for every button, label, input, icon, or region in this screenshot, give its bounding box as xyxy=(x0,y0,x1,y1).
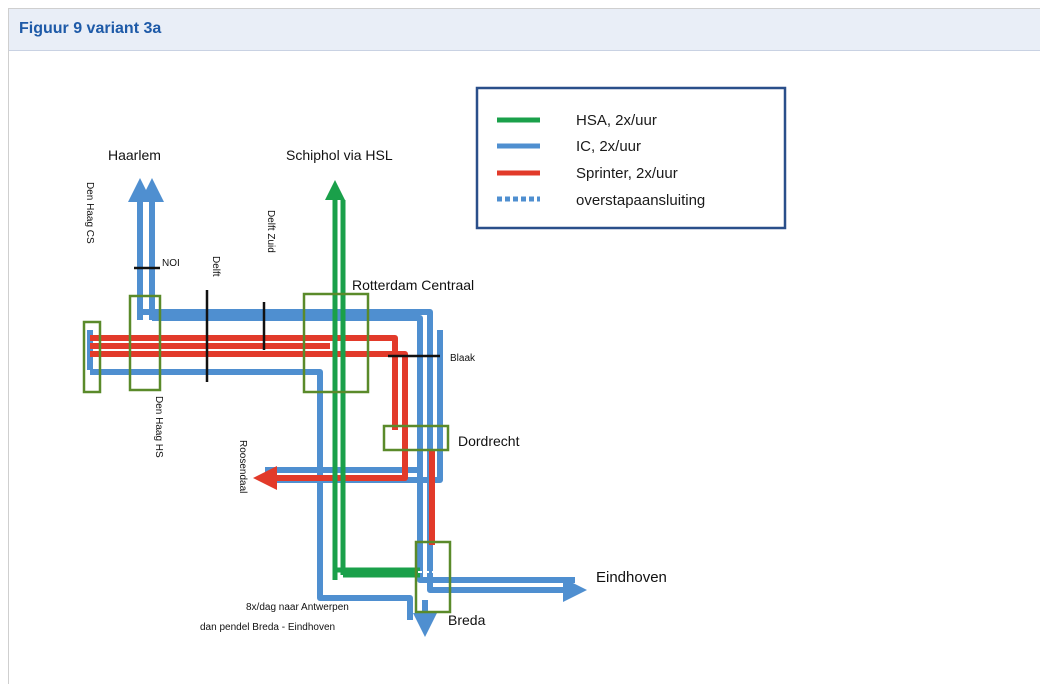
label-breda: Breda xyxy=(448,612,486,628)
station-box-den-haag-cs xyxy=(82,320,102,394)
label-roosendaal: Roosendaal xyxy=(237,440,248,493)
legend: HSA, 2x/uur IC, 2x/uur Sprinter, 2x/uur … xyxy=(475,86,787,230)
label-blaak: Blaak xyxy=(450,353,476,364)
legend-label-sprinter: Sprinter, 2x/uur xyxy=(576,165,678,182)
label-antwerpen-1: 8x/dag naar Antwerpen xyxy=(246,602,349,613)
ic-line-main-3 xyxy=(90,369,413,620)
station-box-breda xyxy=(414,540,452,614)
station-box-rotterdam xyxy=(302,292,370,394)
sprinter-line-1 xyxy=(90,335,398,430)
label-haarlem: Haarlem xyxy=(108,147,161,163)
label-dordrecht: Dordrecht xyxy=(458,433,520,449)
legend-box xyxy=(475,86,787,230)
label-rotterdam: Rotterdam Centraal xyxy=(352,277,474,293)
ic-line-main-2 xyxy=(152,315,575,583)
label-noi: NOI xyxy=(162,258,180,269)
figure-header: Figuur 9 variant 3a xyxy=(9,9,1040,51)
legend-label-transfer: overstapaansluiting xyxy=(576,192,705,209)
station-boxes xyxy=(82,292,452,614)
figure-frame: Figuur 9 variant 3a xyxy=(8,8,1040,684)
ic-line-main-1 xyxy=(137,309,587,602)
label-schiphol: Schiphol via HSL xyxy=(286,147,393,163)
hsa-lines xyxy=(325,180,420,580)
label-den-haag-hs: Den Haag HS xyxy=(153,396,164,458)
label-den-haag-cs: Den Haag CS xyxy=(84,182,95,244)
station-box-den-haag-hs xyxy=(128,294,162,392)
station-box-dordrecht xyxy=(382,424,450,452)
legend-label-ic: IC, 2x/uur xyxy=(576,138,641,155)
station-ticks xyxy=(134,266,440,382)
label-eindhoven: Eindhoven xyxy=(596,569,667,586)
label-antwerpen-2: dan pendel Breda - Eindhoven xyxy=(200,622,335,633)
label-delft-zuid: Delft Zuid xyxy=(265,210,276,253)
legend-label-hsa: HSA, 2x/uur xyxy=(576,112,657,129)
station-labels: Haarlem Schiphol via HSL Rotterdam Centr… xyxy=(84,147,667,633)
figure-title: Figuur 9 variant 3a xyxy=(19,20,162,37)
label-delft: Delft xyxy=(210,256,221,277)
transfer-connections xyxy=(310,364,445,573)
